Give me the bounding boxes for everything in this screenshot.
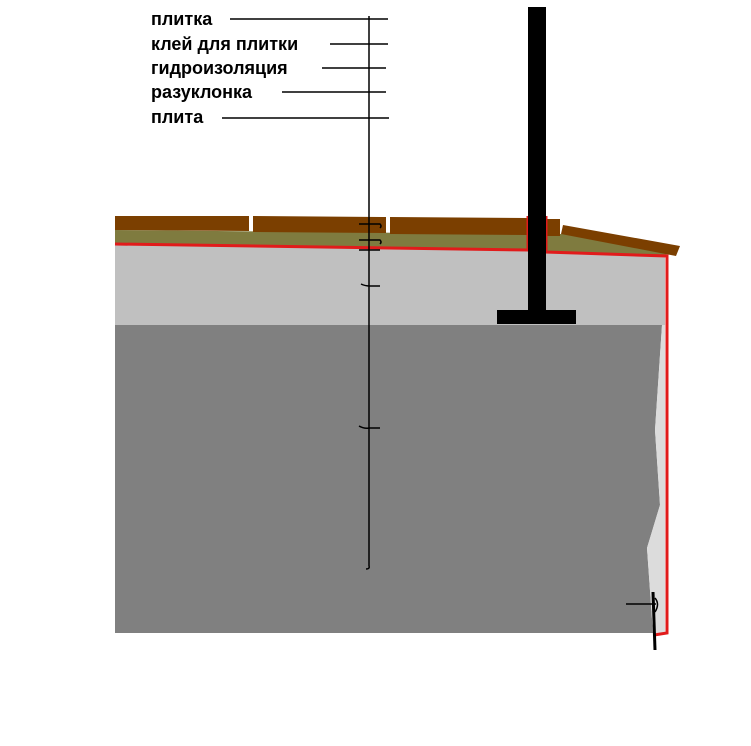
edge-anchor (651, 591, 657, 651)
slab-layer (115, 325, 662, 633)
railing-post (528, 7, 546, 310)
screed-layer (115, 244, 665, 325)
slab-edge-strip (647, 325, 665, 633)
adhesive-layer-right (546, 234, 672, 255)
tile-piece (253, 216, 386, 233)
edge-anchor-hook (654, 597, 659, 613)
leader-lines (222, 18, 389, 119)
label-tile-adhesive: клей для плитки (151, 34, 298, 54)
tile-piece (390, 217, 528, 235)
label-tile: плитка (151, 9, 213, 29)
tile-piece-slope (561, 225, 680, 256)
label-slab: плита (151, 107, 204, 127)
label-waterproofing: гидроизоляция (151, 58, 288, 78)
label-slope-screed: разуклонка (151, 82, 253, 102)
post-base-plate (497, 310, 576, 324)
tile-piece (546, 219, 560, 236)
tile-piece (115, 216, 249, 231)
layer-reference-line (358, 16, 382, 570)
